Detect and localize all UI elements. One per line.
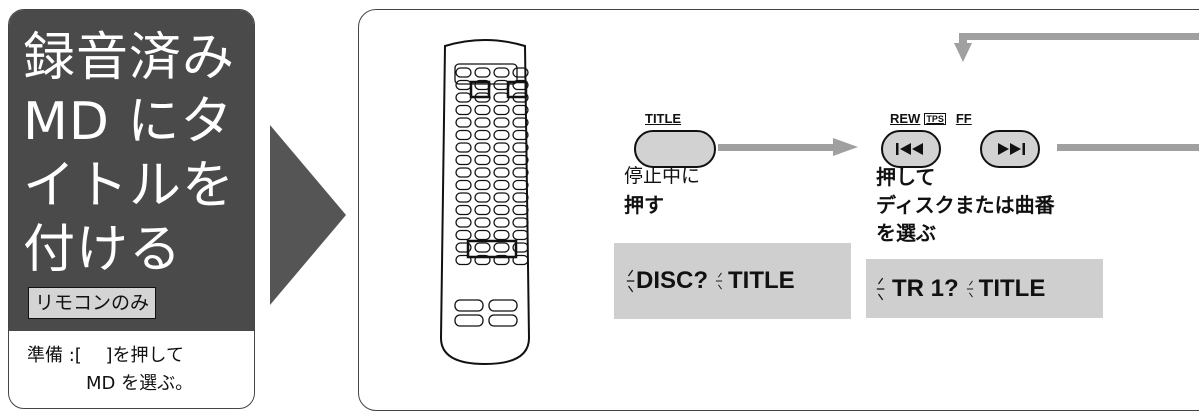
title-card: 録音済み MD にタ イトルを 付ける リモコンのみ 準備 :[ ]を押して M… (8, 9, 255, 409)
remote-button (512, 79, 529, 91)
remote-button (493, 129, 510, 141)
remote-button (455, 217, 472, 228)
remote-button (455, 167, 472, 178)
display-title-text-2: TITLE (978, 274, 1046, 302)
ff-button[interactable] (980, 130, 1040, 168)
remote-button (493, 242, 510, 253)
remote-button (493, 192, 510, 203)
remote-button (474, 204, 491, 216)
remote-button (512, 204, 529, 216)
remote-button (474, 129, 491, 141)
title-line-4: 付ける (23, 220, 183, 280)
title-button[interactable] (634, 130, 716, 168)
remote-button (474, 217, 491, 228)
display-track-title: TR 1? TITLE (866, 259, 1103, 318)
remote-button (512, 167, 529, 178)
remote-only-badge: リモコンのみ (28, 287, 157, 319)
blink-marks-icon (876, 277, 885, 300)
rew-button[interactable] (881, 130, 941, 168)
display-title-text: TITLE (728, 267, 795, 294)
title-line-3: イトルを (23, 156, 236, 216)
remote-button (455, 154, 472, 166)
remote-button (512, 154, 529, 166)
remote-button (493, 217, 510, 228)
next-step-arrow (270, 125, 346, 305)
remote-button (455, 229, 472, 241)
remote-button (512, 242, 529, 253)
step1-action: 押す (624, 193, 664, 217)
remote-button (512, 217, 529, 228)
remote-button (455, 204, 472, 216)
title-card-header: 録音済み MD にタ イトルを 付ける リモコンのみ (9, 10, 254, 331)
remote-button (512, 104, 529, 116)
remote-button (493, 229, 510, 241)
remote-button (474, 192, 491, 203)
remote-button (512, 117, 529, 128)
remote-button (512, 179, 529, 191)
page-title: 録音済み MD にタ イトルを 付ける (23, 26, 248, 282)
remote-button (455, 67, 472, 78)
rewind-icon (896, 143, 923, 155)
remote-button (512, 192, 529, 203)
title-button-label: TITLE (645, 111, 682, 126)
blink-marks-icon (966, 280, 973, 297)
preparation-line-2: MD を選ぶ。 (86, 373, 194, 394)
remote-button (493, 167, 510, 178)
remote-button (474, 179, 491, 191)
remote-button (474, 117, 491, 128)
remote-button (493, 67, 510, 78)
remote-button (474, 142, 491, 153)
remote-button (512, 142, 529, 153)
remote-button (455, 179, 472, 191)
step2-action-line-1: 押して (876, 165, 936, 189)
step2-action-line-3: を選ぶ (876, 221, 936, 245)
remote-button (512, 254, 529, 266)
remote-button (493, 204, 510, 216)
remote-button (455, 117, 472, 128)
remote-button (493, 179, 510, 191)
remote-button (455, 192, 472, 203)
remote-button (455, 254, 472, 266)
remote-button (455, 129, 472, 141)
remote-control-icon (439, 39, 531, 366)
tps-label: TPS (924, 113, 946, 125)
remote-button (512, 67, 529, 78)
display-disc-text: DISC? (636, 267, 708, 294)
remote-button (493, 104, 510, 116)
step1-caption: 停止中に (624, 165, 701, 187)
display-track-text: TR 1? (892, 274, 959, 302)
display-disc-title: DISC? TITLE (614, 243, 851, 319)
remote-button (493, 254, 510, 266)
remote-button (474, 254, 491, 266)
remote-button (474, 104, 491, 116)
remote-button (474, 167, 491, 178)
title-line-2: MD にタ (23, 92, 234, 152)
title-line-1: 録音済み (23, 28, 236, 88)
preparation-line-1: 準備 :[ ]を押して (27, 345, 185, 366)
step2-action-line-2: ディスクまたは曲番 (876, 193, 1055, 217)
remote-button (512, 229, 529, 241)
remote-button (493, 117, 510, 128)
remote-button (474, 154, 491, 166)
remote-button (474, 67, 491, 78)
remote-button (512, 129, 529, 141)
remote-button (493, 142, 510, 153)
remote-button (455, 242, 472, 253)
blink-marks-icon (715, 272, 723, 290)
rew-label: REW (890, 111, 921, 126)
remote-button (474, 242, 491, 253)
remote-button (493, 154, 510, 166)
ff-label: FF (955, 111, 972, 126)
remote-button (455, 142, 472, 153)
remote-button (474, 229, 491, 241)
blink-marks-icon (626, 269, 635, 293)
remote-button (455, 104, 472, 116)
fast-forward-icon (998, 143, 1025, 155)
